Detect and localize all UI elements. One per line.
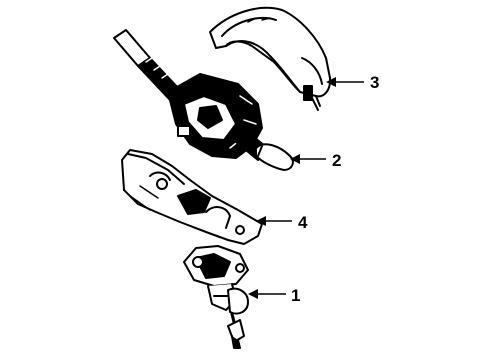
callout-2: 2 <box>332 151 341 170</box>
callout-3: 3 <box>370 73 379 92</box>
combination-switch <box>113 29 294 171</box>
upper-column-cover <box>209 6 332 111</box>
leader-1 <box>248 289 286 299</box>
callout-4: 4 <box>298 213 308 232</box>
leader-3 <box>326 77 364 87</box>
leader-lines <box>248 77 364 299</box>
ignition-lock-cylinder <box>183 245 249 349</box>
callout-1: 1 <box>291 286 300 305</box>
lower-column-cover <box>121 149 263 245</box>
leader-2 <box>290 154 326 164</box>
leader-4 <box>256 216 292 226</box>
